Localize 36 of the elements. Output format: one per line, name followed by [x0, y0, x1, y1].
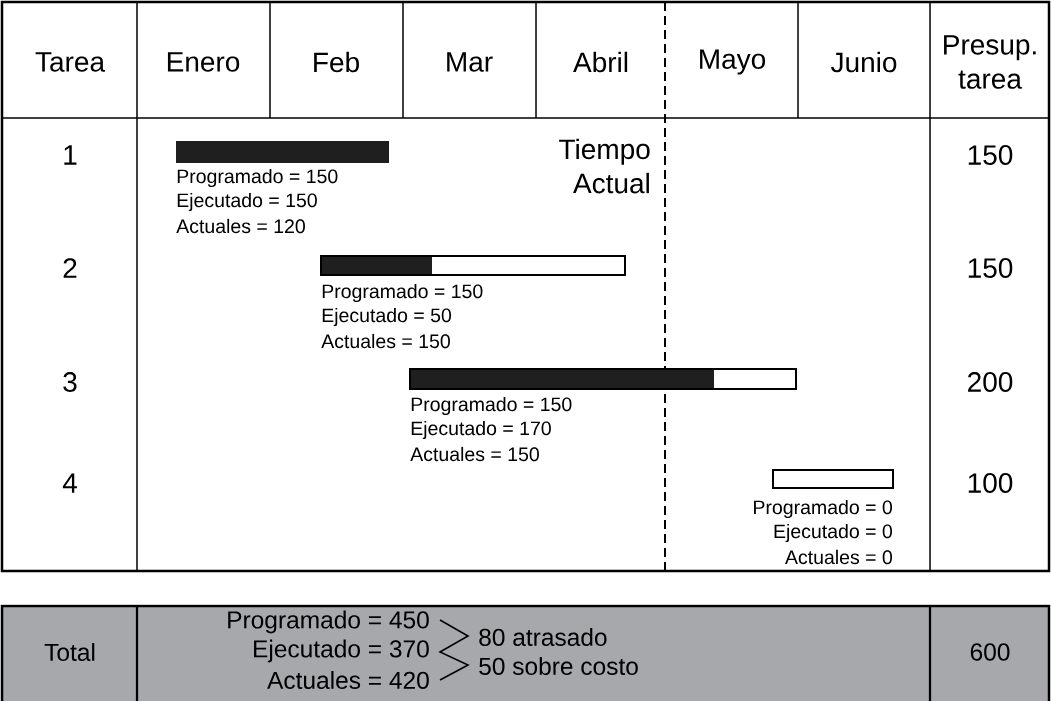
bar-annotation: Programado = 0 [754, 499, 892, 519]
task-number: 3 [63, 372, 77, 392]
column-header: Feb [314, 51, 359, 73]
variance-note: 50 sobre costo [479, 657, 638, 675]
variance-note: 80 atrasado [479, 628, 607, 646]
current-time-label: Tiempo Actual [559, 138, 650, 194]
bar-annotation: Programado = 150 [322, 283, 483, 303]
task-number: 4 [62, 473, 77, 493]
total-figure: Ejecutado = 370 [254, 639, 429, 663]
bar-annotation: Actuales = 150 [321, 333, 450, 349]
bar-annotation: Actuales = 120 [176, 218, 305, 234]
bar-annotation: Programado = 150 [177, 168, 338, 188]
budget-value: 200 [968, 372, 1013, 392]
column-header: Mayo [700, 49, 766, 75]
bar-annotation: Ejecutado = 0 [774, 523, 892, 543]
budget-value: 100 [968, 473, 1013, 493]
budget-value: 150 [968, 145, 1013, 165]
bar-annotation: Actuales = 0 [785, 549, 893, 565]
total-figure: Programado = 450 [228, 610, 429, 634]
budget-value: 150 [968, 258, 1013, 278]
bar-annotation: Ejecutado = 50 [322, 307, 452, 327]
total-figure: Actuales = 420 [267, 671, 429, 689]
column-header: Abril [573, 51, 628, 73]
task-number: 1 [64, 145, 77, 165]
bar-annotation: Ejecutado = 170 [411, 420, 551, 440]
column-header: Junio [831, 51, 897, 73]
column-header: Presup. tarea [944, 35, 1036, 89]
bar-annotation: Programado = 150 [411, 396, 572, 416]
task-number: 2 [63, 258, 77, 278]
column-header: Mar [447, 52, 493, 72]
total-value: 600 [970, 643, 1010, 661]
bar-annotation: Ejecutado = 150 [177, 192, 317, 212]
column-header: Tarea [35, 52, 106, 72]
total-label: Total [44, 643, 95, 661]
column-header: Enero [167, 52, 240, 72]
bar-annotation: Actuales = 150 [410, 446, 539, 462]
